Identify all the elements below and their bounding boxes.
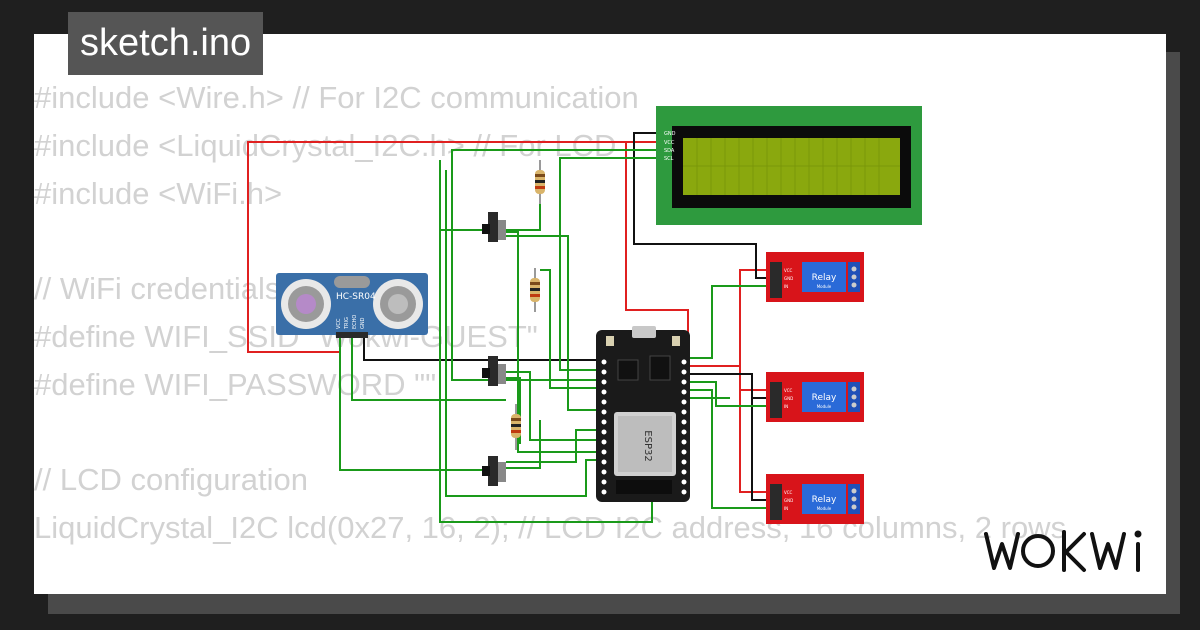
- relay-terminal-label: NO COM NC: [864, 492, 869, 516]
- relay-module: Relay Module VCC GND IN NO COM NC: [766, 252, 869, 302]
- relay-sub-label: Module: [817, 284, 832, 289]
- lcd-display: GND VCC SDA SCL: [656, 106, 922, 225]
- esp32-board: ESP32: [596, 326, 690, 502]
- slide-switch: [482, 212, 506, 242]
- lcd-char-grid: [683, 138, 900, 195]
- code-line: #include <LiquidCrystal_I2C.h> // For LC…: [34, 127, 617, 163]
- relay-module: Relay Module VCC GND IN NO COM NC: [766, 474, 869, 524]
- relay-pin-label: VCC: [784, 490, 793, 495]
- black-wires: [363, 132, 770, 501]
- code-line: #include <Wire.h> // For I2C communicati…: [34, 80, 639, 115]
- ultrasonic-pin-label: ECHO: [352, 315, 358, 329]
- ultrasonic-pin-label: TRIG: [344, 317, 350, 330]
- code-line: // WiFi credentials: [34, 271, 281, 307]
- relay-sub-label: Module: [817, 404, 832, 409]
- resistor: [530, 268, 540, 312]
- esp32-label: ESP32: [642, 430, 653, 461]
- relay-module: Relay Module VCC GND IN NO COM NC: [766, 372, 869, 422]
- ultrasonic-model-label: HC-SR04: [336, 292, 376, 302]
- relay-terminal-label: NO COM NC: [864, 270, 869, 294]
- relay-pin-label: IN: [784, 506, 788, 511]
- code-line: // LCD configuration: [34, 462, 308, 498]
- ultrasonic-pin-label: VCC: [336, 318, 342, 329]
- code-preview: #include <Wire.h> // For I2C communicati…: [34, 74, 1066, 552]
- relay-label: Relay: [812, 393, 837, 403]
- file-tab[interactable]: sketch.ino: [68, 12, 264, 75]
- relay-sub-label: Module: [817, 506, 832, 511]
- lcd-pin-label: VCC: [664, 140, 675, 146]
- ultrasonic-sensor: HC-SR04 VCC TRIG ECHO GND: [276, 273, 428, 338]
- relay-label: Relay: [812, 273, 837, 283]
- relay-pin-label: GND: [784, 498, 793, 503]
- relay-pin-label: IN: [784, 404, 788, 409]
- green-wires: [339, 149, 770, 523]
- relay-label: Relay: [812, 495, 837, 505]
- ultrasonic-pin-label: GND: [360, 317, 366, 329]
- lcd-pin-label: SCL: [664, 156, 674, 162]
- lcd-pin-label: GND: [664, 131, 676, 137]
- code-line: #include <WiFi.h>: [34, 175, 283, 211]
- relay-pin-label: VCC: [784, 268, 793, 273]
- code-line: LiquidCrystal_I2C lcd(0x27, 16, 2); // L…: [34, 510, 1067, 546]
- slide-switch: [482, 456, 506, 486]
- slide-switch: [482, 356, 506, 386]
- relay-pin-label: IN: [784, 284, 788, 289]
- relay-terminal-label: NO COM NC: [864, 390, 869, 414]
- relay-pin-label: GND: [784, 396, 793, 401]
- code-line: #define WIFI_PASSWORD "": [34, 366, 437, 402]
- wokwi-logo[interactable]: [980, 522, 1150, 589]
- lcd-pin-label: SDA: [664, 148, 675, 154]
- relay-pin-label: VCC: [784, 388, 793, 393]
- resistor: [511, 404, 521, 450]
- relay-pin-label: GND: [784, 276, 793, 281]
- wokwi-logo-icon: [984, 530, 1142, 572]
- resistor: [535, 160, 545, 204]
